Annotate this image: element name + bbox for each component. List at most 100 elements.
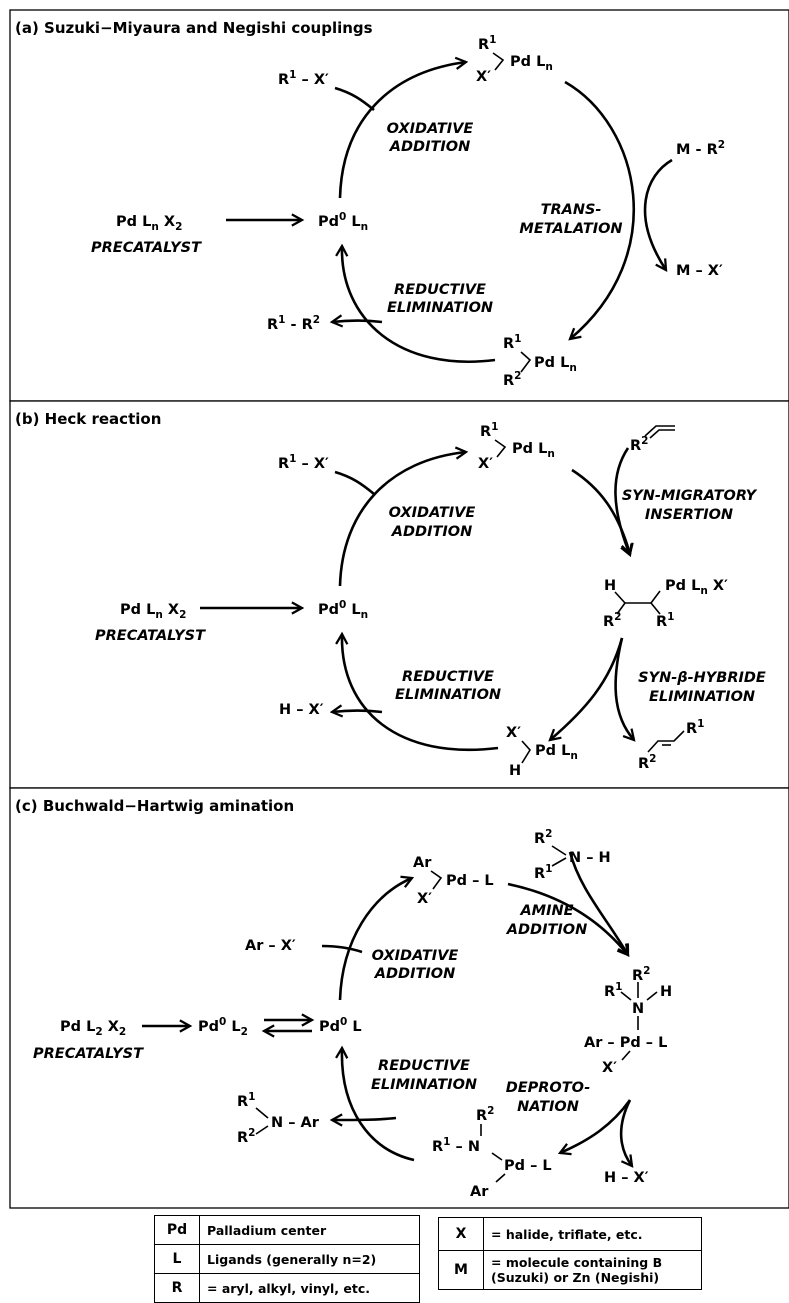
legend-value: = molecule containing B(Suzuki) or Zn (N… [483,1250,702,1290]
svg-text:R2: R2 [237,1127,255,1146]
precatalyst-label: PRECATALYST [91,240,202,256]
hx-release-arrow-c [619,1099,632,1166]
legend-row: M = molecule containing B(Suzuki) or Zn … [438,1250,702,1290]
r1-r2-product: R1 - R2 [267,314,320,333]
r1x-reagent: R1 – X′ [278,69,329,88]
arx-reagent: Ar – X′ [245,938,296,954]
svg-text:R2: R2 [503,370,521,389]
svg-text:Pd – L: Pd – L [446,873,494,889]
precatalyst-formula-b: Pd Ln X2 [120,602,186,621]
precatalyst-formula-c: Pd L2 X2 [60,1019,126,1038]
arrow-deprotonation [560,1099,632,1153]
svg-text:H: H [660,984,672,1000]
svg-text:Pd Ln: Pd Ln [535,743,578,762]
r1x-feed-curve-b [334,470,375,495]
svg-text:R2: R2 [603,611,621,630]
arrow-oxidative-addition-c [338,878,412,1001]
amine-feed-arrow [568,851,628,955]
panel-c-title: (c) Buchwald−Hartwig amination [15,797,294,815]
alkene-reagent: R2 [630,425,675,454]
alkene-feed-arrow [614,447,630,555]
svg-text:X′: X′ [417,891,432,907]
hx-byproduct-c: H – X′ [604,1170,649,1186]
pd0-l2-species: Pd0 L2 [198,1016,248,1038]
svg-text:N – H: N – H [569,850,611,866]
legend-row: X = halide, triflate, etc. [438,1217,702,1251]
svg-text:Pd Ln: Pd Ln [512,441,555,460]
r1x-reagent-b: R1 – X′ [278,453,329,472]
arrow-reductive-elimination-c [342,1048,415,1162]
svg-text:R1: R1 [478,34,496,53]
precatalyst-label-b: PRECATALYST [95,628,206,644]
secondary-amine-reagent: R2 R1 N – H [534,828,611,882]
m-r2-reagent: M - R2 [676,139,725,158]
svg-text:Pd Ln X′: Pd Ln X′ [665,578,728,597]
arx-feed-curve [321,944,363,954]
legend-table-right: X = halide, triflate, etc. M = molecule … [438,1217,702,1290]
amido-pd-complex: R2 R1 – N Pd – L Ar [432,1105,552,1200]
svg-text:X′: X′ [478,456,493,472]
arrow-beta-hydride-elimination [550,637,624,740]
svg-text:R1: R1 [480,421,498,440]
svg-text:R1: R1 [237,1091,255,1110]
arrow-oxidative-addition [338,62,466,199]
panel-a-title: (a) Suzuki−Miyaura and Negishi couplings [15,19,373,37]
svg-text:Pd Ln: Pd Ln [510,54,553,73]
legend-key: R [154,1273,200,1303]
svg-text:N: N [632,1001,644,1017]
svg-text:R1: R1 [604,981,622,1000]
panel-a: (a) Suzuki−Miyaura and Negishi couplings… [9,9,789,402]
arrow-reductive-elimination [342,246,496,363]
step-deprotonation: DEPROTO-NATION [506,1080,591,1115]
svg-text:H: H [604,578,616,594]
svg-text:Pd Ln: Pd Ln [534,355,577,374]
svg-text:N – Ar: N – Ar [271,1115,320,1131]
hx-byproduct: H – X′ [279,702,324,718]
svg-text:X′: X′ [476,69,491,85]
panel-a-frame [9,9,789,402]
precatalyst-formula: Pd Ln X2 [116,214,182,233]
hx-release-arrow [332,711,383,713]
panel-c: (c) Buchwald−Hartwig amination R2 R1 N –… [9,787,789,1209]
alkene-release-arrow [614,637,634,740]
svg-text:R1: R1 [503,333,521,352]
svg-text:X′: X′ [602,1060,617,1076]
amine-pd-complex: R1 R2 H N Ar – Pd – L X′ [584,965,672,1076]
panel-b-title: (b) Heck reaction [15,410,161,428]
svg-text:Ar: Ar [413,855,432,871]
arrow-reductive-elimination-b [342,634,499,752]
svg-text:R2: R2 [630,435,648,454]
precatalyst-label-c: PRECATALYST [33,1046,144,1062]
legend-row: R = aryl, alkyl, vinyl, etc. [154,1273,420,1303]
arylamine-product: R1 R2 N – Ar [237,1091,320,1146]
transmetalation-side-arrow [643,158,673,270]
svg-text:R1: R1 [656,611,674,630]
svg-text:Pd – L: Pd – L [504,1158,552,1174]
r1x-feed-curve [334,86,375,111]
pd-h-x-complex: X′ H Pd Ln [506,725,578,779]
panel-c-frame [9,787,789,1209]
pd0-l-species: Pd0 L [319,1016,362,1035]
step-transmetalation-a: TRANS-METALATION [519,202,622,237]
legend-key: M [438,1250,484,1290]
m-x-byproduct: M – X′ [676,263,723,279]
svg-text:R2: R2 [534,828,552,847]
legend-value: = aryl, alkyl, vinyl, etc. [199,1273,420,1303]
svg-text:R2: R2 [476,1105,494,1124]
svg-text:R1: R1 [534,863,552,882]
panel-b: (b) Heck reaction R1 – X′ R1 X′ Pd Ln R2… [9,400,789,789]
legend-key: X [438,1217,484,1251]
panel-b-frame [9,400,789,789]
legend-key: Pd [154,1215,200,1245]
alkyl-pd-intermediate: H R2 Pd Ln X′ R1 [603,578,728,630]
product-release-arrow-c [332,1118,397,1120]
svg-text:X′: X′ [506,725,521,741]
substituted-alkene-product: R2 R1 [638,718,704,772]
